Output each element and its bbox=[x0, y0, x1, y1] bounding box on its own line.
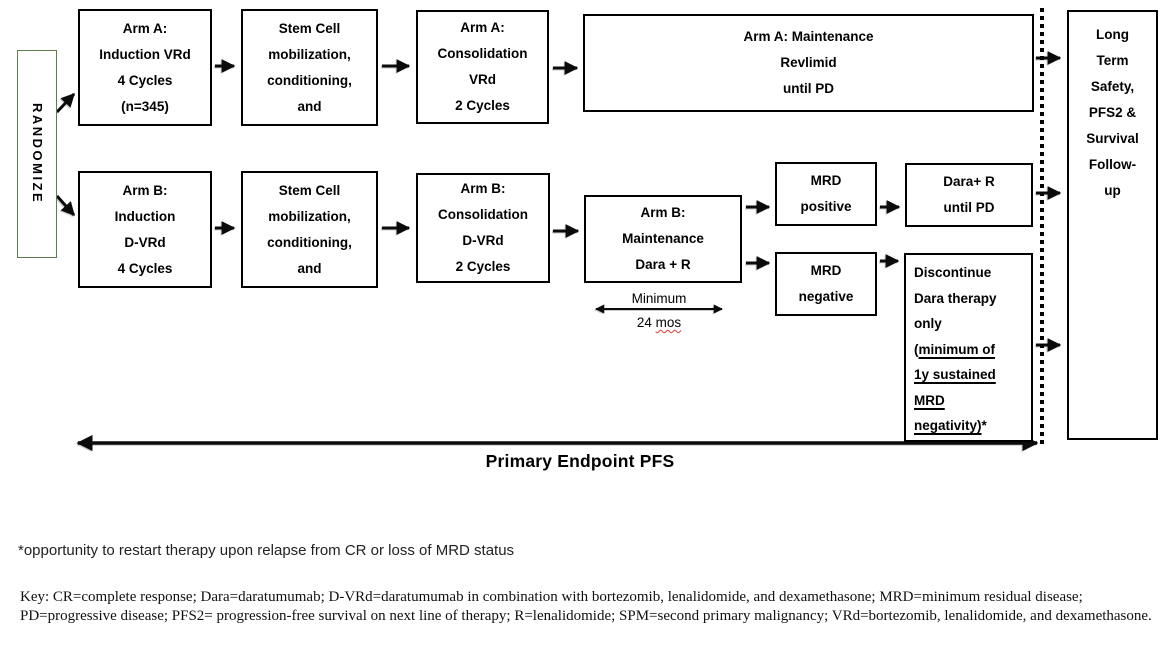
minimum-duration-value: 24 mos bbox=[594, 315, 724, 330]
box-text-line: mobilization, bbox=[268, 208, 351, 224]
box-text-line: Term bbox=[1096, 53, 1129, 68]
box-text-line: MRD bbox=[914, 392, 945, 408]
box-text-line: 2 Cycles bbox=[455, 259, 511, 274]
duration-unit: mos bbox=[655, 315, 682, 330]
box-text-line: (n=345) bbox=[121, 98, 169, 114]
stem-cell-a-box: Stem Cell mobilization, conditioning, and bbox=[241, 9, 378, 126]
box-text-line: Maintenance bbox=[622, 231, 704, 246]
box-text-line: Consolidation bbox=[438, 207, 528, 222]
box-text-line: only bbox=[914, 316, 942, 331]
mrd-positive-box: MRD positive bbox=[775, 162, 877, 226]
box-text-line: negative bbox=[798, 289, 854, 304]
arrow-randomize-to-arm-b bbox=[55, 194, 76, 217]
box-text-line: Arm A: Maintenance bbox=[743, 29, 874, 44]
primary-endpoint-label: Primary Endpoint PFS bbox=[485, 451, 675, 471]
abbreviation-key: Key: CR=complete response; Dara=daratumu… bbox=[20, 589, 1152, 624]
box-text-line: until PD bbox=[943, 200, 995, 215]
box-text-line: Safety, bbox=[1090, 79, 1135, 94]
box-text-line: Stem Cell bbox=[278, 20, 341, 36]
box-text-line: positive bbox=[800, 199, 852, 214]
box-text-line: and bbox=[297, 98, 322, 114]
box-text-line: Arm B: bbox=[122, 182, 168, 198]
box-text-line: Stem Cell bbox=[278, 182, 341, 198]
box-text-line: Dara therapy bbox=[914, 290, 997, 306]
box-text-line: and bbox=[297, 260, 322, 276]
box-text-line: Arm A: bbox=[122, 20, 168, 36]
box-text-line: PFS2 & bbox=[1088, 105, 1137, 120]
minimum-duration-label: Minimum bbox=[631, 291, 687, 306]
duration-number: 24 bbox=[636, 315, 652, 330]
arrow-randomize-to-arm-a bbox=[55, 92, 76, 114]
box-text-line: Dara + R bbox=[635, 257, 691, 272]
box-text-line: 4 Cycles bbox=[117, 72, 173, 88]
box-text-line: Induction VRd bbox=[99, 46, 191, 62]
mrd-negative-box: MRD negative bbox=[775, 252, 877, 316]
box-text-line: Induction bbox=[114, 208, 176, 224]
box-text-line: Long bbox=[1096, 27, 1129, 42]
box-text-line: Arm B: bbox=[460, 181, 506, 196]
asterisk-footnote: *opportunity to restart therapy upon rel… bbox=[18, 542, 515, 559]
box-text-line: VRd bbox=[469, 72, 496, 87]
box-text-line: Survival bbox=[1086, 131, 1139, 146]
randomize-box: RANDOMIZE bbox=[17, 50, 57, 258]
box-text-line: Arm A: bbox=[460, 20, 505, 35]
box-text-line: negativity)* bbox=[914, 418, 987, 433]
box-text-line: D-VRd bbox=[124, 234, 166, 250]
box-text-line: conditioning, bbox=[267, 72, 352, 88]
box-text-line: MRD bbox=[810, 173, 842, 188]
stem-cell-b-box: Stem Cell mobilization, conditioning, and bbox=[241, 171, 378, 288]
box-text-line: mobilization, bbox=[268, 46, 351, 62]
arm-a-induction-box: Arm A: Induction VRd 4 Cycles (n=345) bbox=[78, 9, 212, 126]
box-text-line: Dara+ R bbox=[943, 174, 995, 189]
box-text-line: 4 Cycles bbox=[117, 260, 173, 276]
box-text-line: until PD bbox=[783, 81, 834, 96]
box-text-line: Follow- bbox=[1088, 157, 1137, 172]
dara-r-until-pd-box: Dara+ R until PD bbox=[905, 163, 1033, 227]
randomize-label: RANDOMIZE bbox=[30, 103, 45, 205]
box-text-line: Consolidation bbox=[437, 46, 528, 61]
box-text-line: up bbox=[1104, 183, 1121, 198]
box-text-line: conditioning, bbox=[267, 234, 352, 250]
box-text-line: Discontinue bbox=[914, 265, 992, 280]
box-text-line: Revlimid bbox=[780, 55, 837, 70]
box-text-line: MRD bbox=[810, 263, 842, 278]
box-text-line: Arm B: bbox=[640, 205, 686, 220]
followup-dotted-divider bbox=[1040, 8, 1044, 444]
box-text-line: 1y sustained bbox=[914, 367, 996, 382]
box-text-line: 2 Cycles bbox=[455, 98, 510, 113]
box-text-line: (minimum of bbox=[914, 341, 995, 357]
box-text-line: D-VRd bbox=[462, 233, 504, 248]
